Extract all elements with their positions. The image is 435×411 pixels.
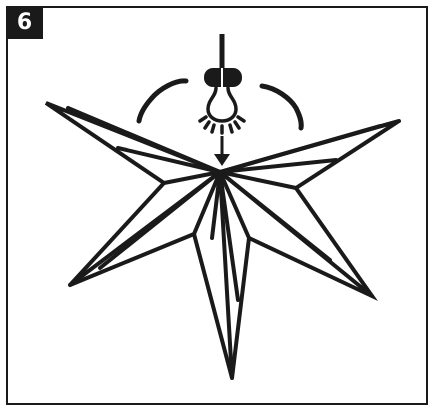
- right-hand-icon: [262, 86, 301, 128]
- left-hand-icon: [139, 81, 186, 121]
- insert-arrow-icon: [214, 136, 230, 166]
- light-bulb-icon: [200, 88, 244, 133]
